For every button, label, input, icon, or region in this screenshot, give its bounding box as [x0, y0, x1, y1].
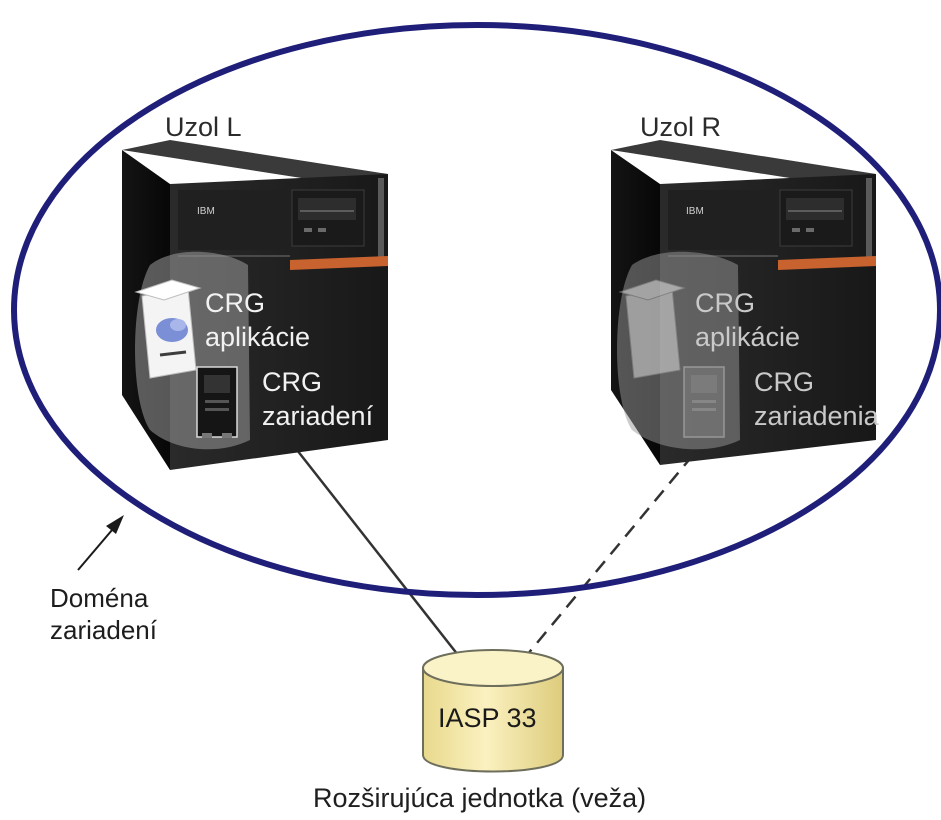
crg-device-right-label: CRG zariadenia [754, 365, 879, 433]
crg-app-left-label: CRG aplikácie [205, 286, 310, 354]
crg-app-left-line1: CRG [205, 288, 265, 318]
crg-device-left-line1: CRG [262, 367, 322, 397]
device-domain-line1: Doména [50, 583, 149, 613]
crg-device-right-line1: CRG [754, 367, 814, 397]
solid-connection-line [296, 449, 459, 656]
crg-app-right-line2: aplikácie [695, 322, 801, 352]
server-left: IBM [122, 140, 388, 470]
expansion-unit-caption: Rozširujúca jednotka (veža) [313, 783, 647, 813]
device-tower-icon [196, 366, 238, 438]
device-tower-icon [683, 366, 725, 438]
crg-app-right-line1: CRG [695, 288, 755, 318]
application-box-icon [618, 279, 686, 379]
crg-app-right-label: CRG aplikácie [695, 286, 800, 354]
node-right-title: Uzol R [640, 112, 722, 142]
device-domain-line2: zariadení [50, 615, 157, 645]
disk-cylinder-icon [422, 649, 564, 773]
application-box-icon [134, 279, 202, 379]
arrow-icon [77, 515, 124, 571]
crg-device-left-label: CRG zariadení [262, 365, 373, 433]
svg-text:IBM: IBM [197, 206, 215, 217]
dashed-connection-line [526, 454, 694, 656]
svg-text:IBM: IBM [686, 206, 704, 217]
server-right: IBM [611, 140, 876, 465]
crg-device-right-line2: zariadenia [754, 401, 879, 431]
device-domain-label: Doména zariadení [50, 582, 157, 646]
device-domain-ellipse [11, 22, 941, 598]
crg-app-left-line2: aplikácie [205, 322, 311, 352]
disk-label: IASP 33 [438, 703, 537, 733]
node-left-title: Uzol L [165, 112, 242, 142]
crg-device-left-line2: zariadení [262, 401, 374, 431]
